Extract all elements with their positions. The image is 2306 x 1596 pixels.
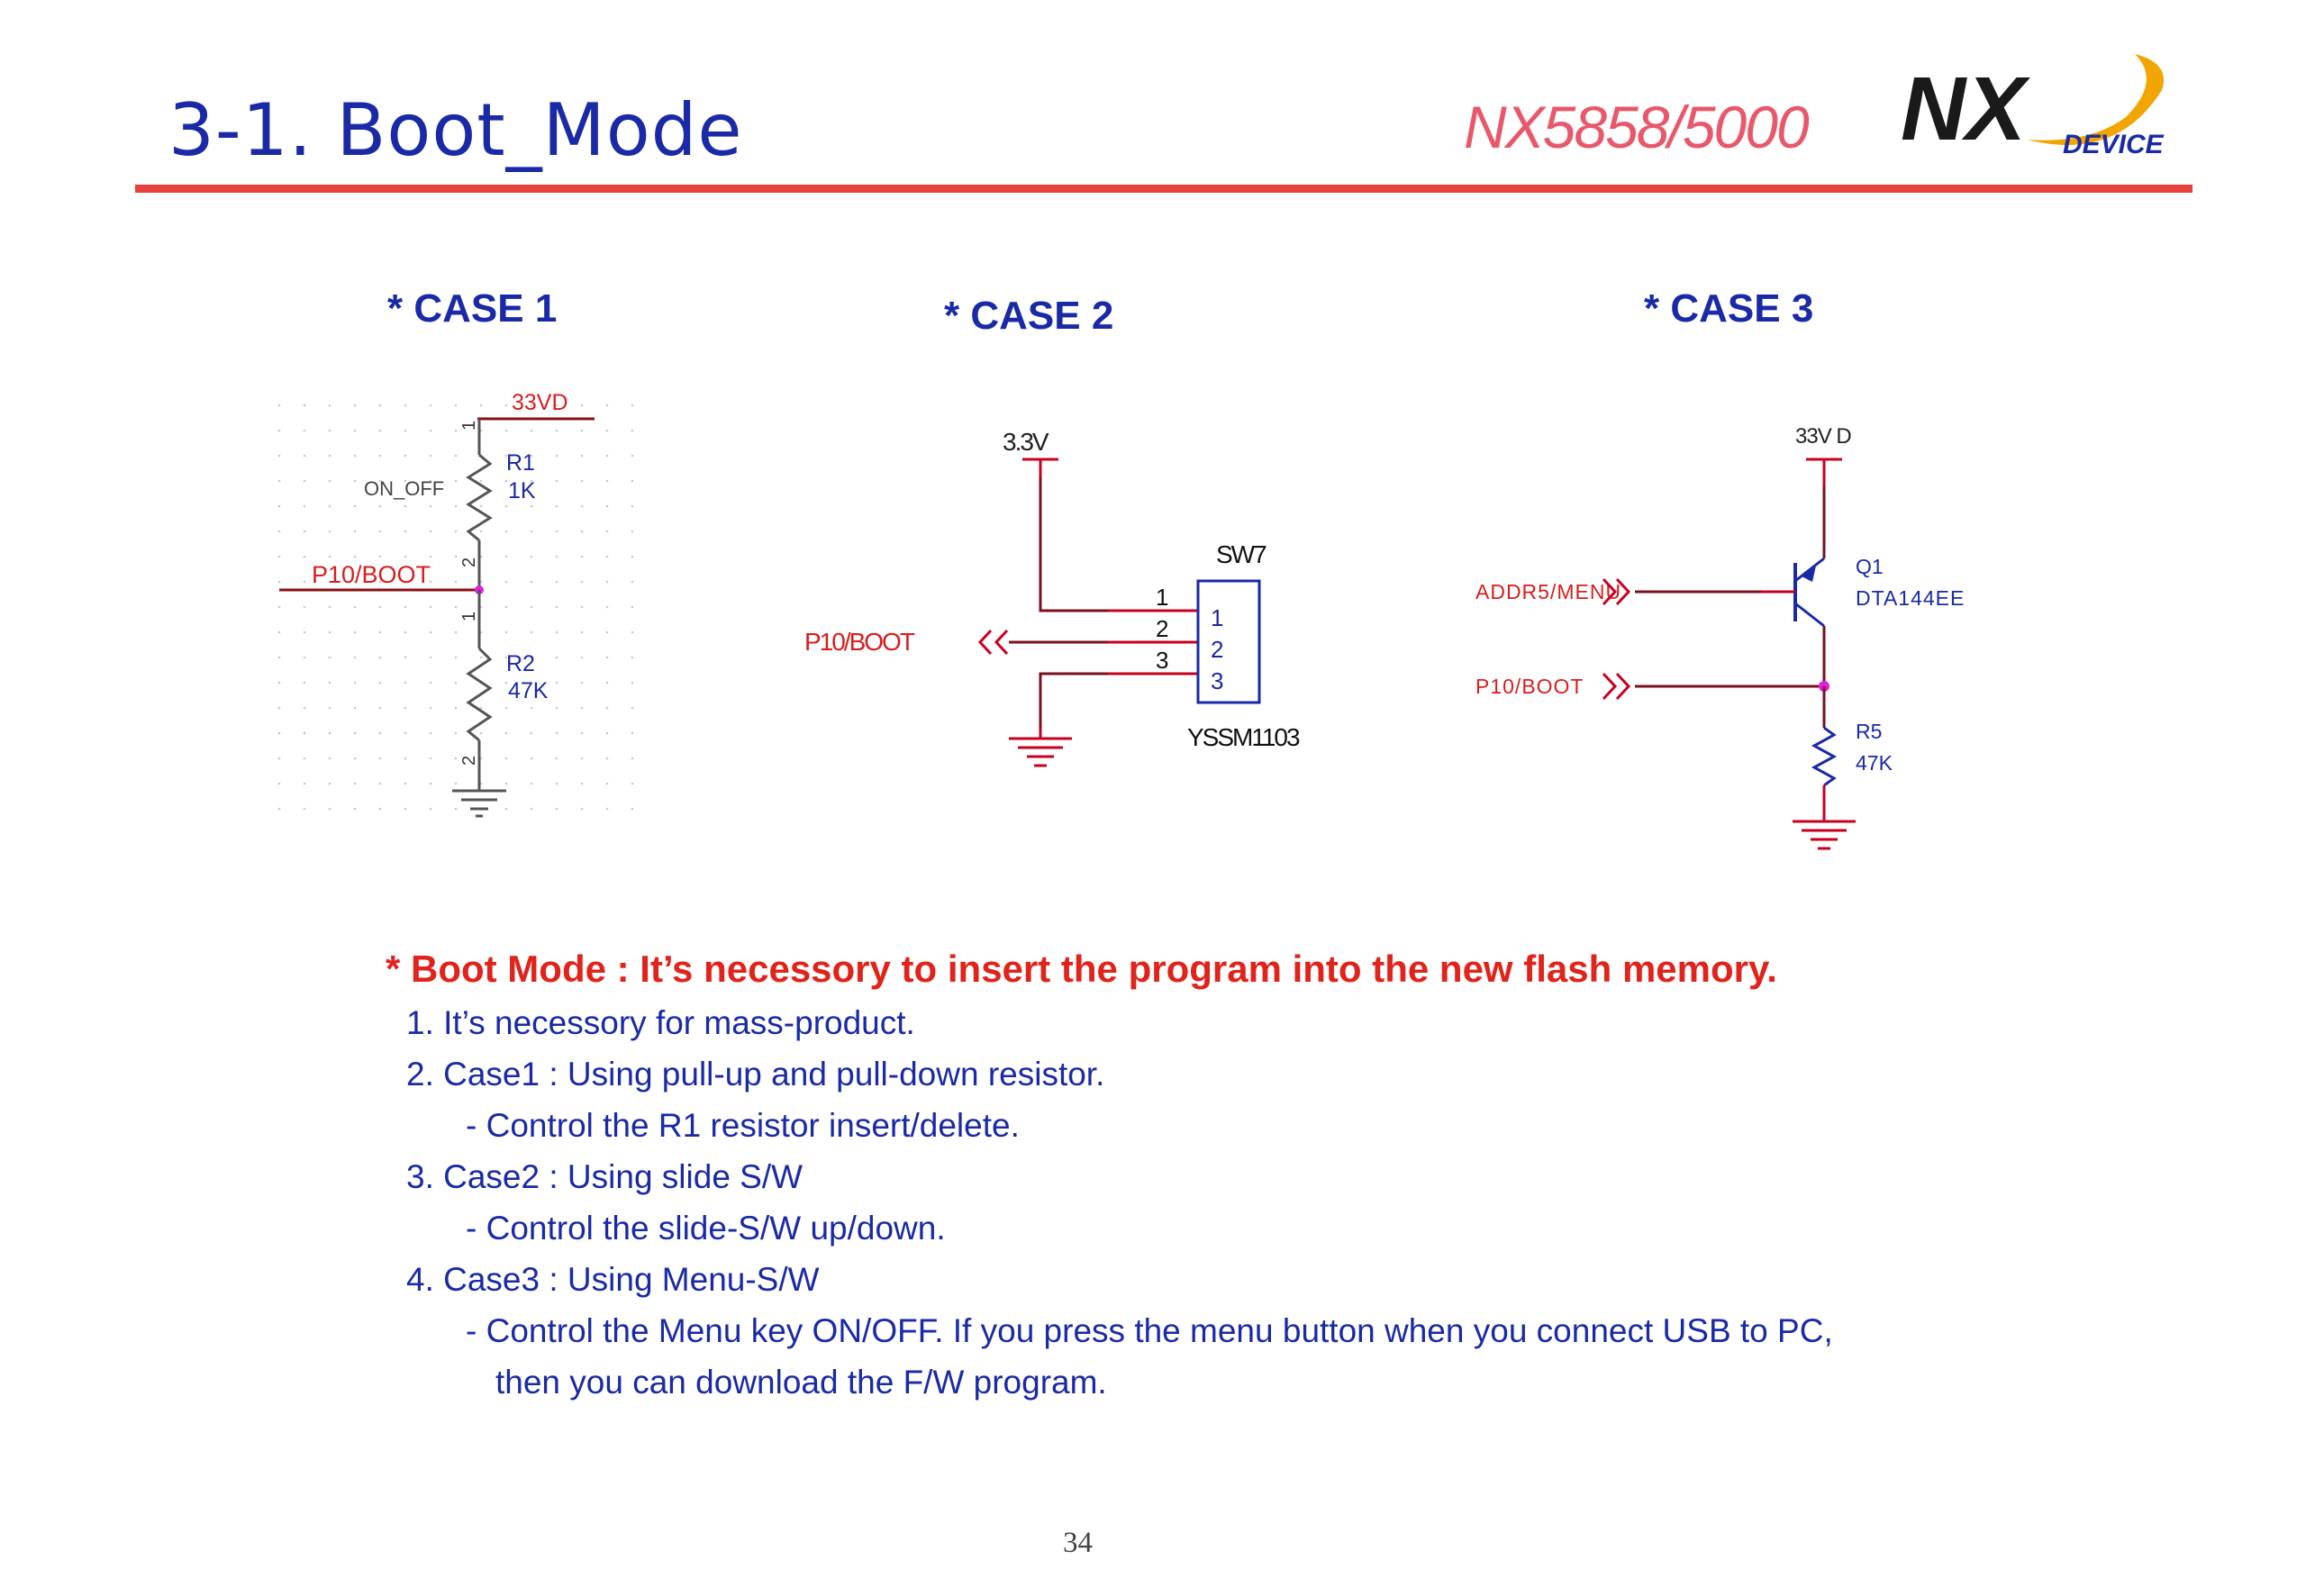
case3-r5 (1811, 726, 1838, 787)
case3-ground-icon (1793, 820, 1856, 850)
case1-heading: * CASE 1 (387, 286, 558, 331)
desc-line-3: - Control the R1 resistor insert/delete. (466, 1107, 1020, 1144)
case1-r1-pin1: 1 (459, 421, 479, 431)
desc-line-1: 1. It’s necessory for mass-product. (406, 1004, 915, 1041)
case1-r2 (466, 647, 493, 742)
logo-subtext: DEVICE (2063, 130, 2165, 159)
case3-transistor-icon (1761, 557, 1825, 628)
page-number: 34 (1063, 1527, 1093, 1559)
page-title: 3-1. Boot_Mode (168, 88, 743, 172)
desc-line-6: 4. Case3 : Using Menu-S/W (406, 1261, 820, 1298)
model-number: NX5858/5000 (1464, 94, 1810, 160)
case2-ground-icon (1009, 737, 1072, 767)
case2-power-label: 3.3V (1003, 428, 1049, 456)
case1-r1-pin2: 2 (459, 558, 479, 567)
case2-arrow-icon (977, 629, 1009, 656)
case2-switch-body (1196, 579, 1261, 704)
desc-line-4: 3. Case2 : Using slide S/W (406, 1158, 803, 1195)
logo-text: NX (1901, 59, 2030, 159)
case3-boot-net: P10/BOOT (1475, 675, 1584, 698)
case3-power-label: 33V D (1795, 424, 1851, 449)
case2-pin3-in: 3 (1211, 667, 1223, 694)
case3-q-part: DTA144EE (1856, 586, 1965, 610)
case3-r-val: 47K (1856, 751, 1893, 775)
case1-r2-pin1: 1 (459, 612, 479, 621)
case1-r1-ref: R1 (506, 450, 535, 476)
case2-pin3-out: 3 (1156, 647, 1168, 674)
case3-r-ref: R5 (1856, 720, 1882, 743)
case3-schematic: 33V D Q1 DTA144EE ADDR5/MENU P10/BOOT (1475, 424, 1965, 850)
case2-heading: * CASE 2 (944, 294, 1114, 338)
boot-mode-title: * Boot Mode : It’s necessory to insert t… (386, 948, 1777, 990)
desc-line-5: - Control the slide-S/W up/down. (466, 1210, 946, 1247)
case1-net-label: P10/BOOT (312, 561, 431, 588)
case1-r1-val: 1K (508, 478, 536, 503)
desc-line-7: - Control the Menu key ON/OFF. If you pr… (466, 1312, 1833, 1349)
case2-pin2-in: 2 (1211, 636, 1223, 663)
case1-schematic: 33VD 1 2 R1 1K ON_OFF P10/BOOT 1 2 R2 47… (277, 387, 656, 820)
case3-q-ref: Q1 (1856, 555, 1884, 578)
case2-pin2-out: 2 (1156, 615, 1168, 642)
nx-device-logo: NX DEVICE (1901, 54, 2165, 159)
case1-r2-pin2: 2 (459, 756, 479, 766)
case1-power-label: 33VD (512, 390, 568, 415)
header-rule (135, 185, 2193, 193)
case1-r2-val: 47K (508, 678, 549, 703)
case2-pin1-in: 1 (1211, 604, 1223, 631)
case2-switch-part: YSSM1103 (1187, 723, 1300, 751)
case3-boot-arrow-icon (1602, 672, 1631, 701)
case1-grid (277, 387, 656, 820)
case1-ground-icon (452, 789, 506, 818)
desc-line-8: then you can download the F/W program. (495, 1364, 1107, 1401)
case1-r1 (466, 453, 493, 542)
case3-menu-arrow-icon (1602, 577, 1631, 606)
case1-r2-ref: R2 (506, 651, 535, 676)
logo-swoosh (2027, 54, 2164, 145)
case2-schematic: 3.3V P10/BOOT 1 2 3 1 2 3 SW7 YS (804, 428, 1302, 767)
case3-heading: * CASE 3 (1644, 286, 1814, 331)
case3-menu-net: ADDR5/MENU (1475, 580, 1621, 603)
case2-switch-ref: SW7 (1216, 540, 1266, 568)
case1-on-off: ON_OFF (364, 477, 444, 500)
case2-net-label: P10/BOOT (804, 628, 915, 656)
case2-pin1-out: 1 (1156, 584, 1168, 611)
desc-line-2: 2. Case1 : Using pull-up and pull-down r… (406, 1056, 1105, 1093)
